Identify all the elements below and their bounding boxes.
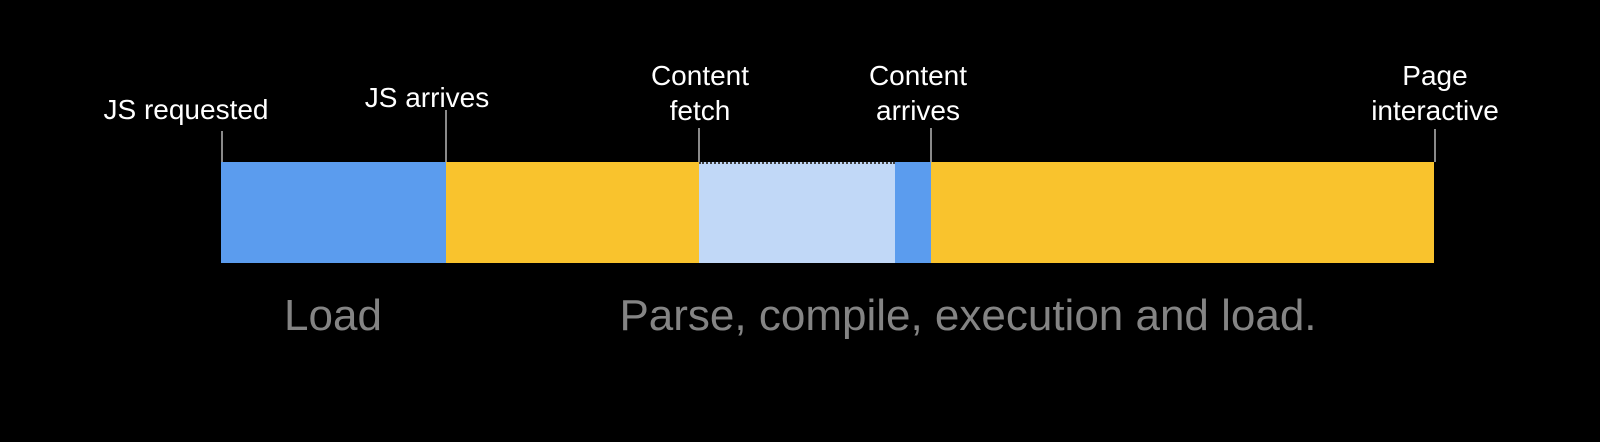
tick-page-interactive <box>1434 129 1436 162</box>
milestone-label-content-arrives: Content arrives <box>868 60 968 126</box>
phase-label-parse-compile: Parse, compile, execution and load. <box>619 291 1317 340</box>
milestone-label-js-arrives: JS arrives <box>364 82 490 113</box>
milestone-label-js-requested: JS requested <box>103 94 269 125</box>
milestone-label-content-fetch: Content fetch <box>650 60 750 126</box>
segment-content-fetch <box>699 162 895 263</box>
phase-label-load: Load <box>284 291 382 340</box>
tick-js-requested <box>221 131 223 162</box>
milestone-label-page-interactive: Page interactive <box>1371 60 1499 126</box>
segment-parse-compile-1 <box>446 162 699 263</box>
tick-content-arrives <box>930 128 932 162</box>
tick-js-arrives <box>445 110 447 162</box>
segment-js-load <box>221 162 446 263</box>
tick-content-fetch <box>698 128 700 162</box>
segment-parse-compile-2 <box>931 162 1434 263</box>
timeline-bar <box>221 162 1434 263</box>
segment-content-load <box>895 162 931 263</box>
